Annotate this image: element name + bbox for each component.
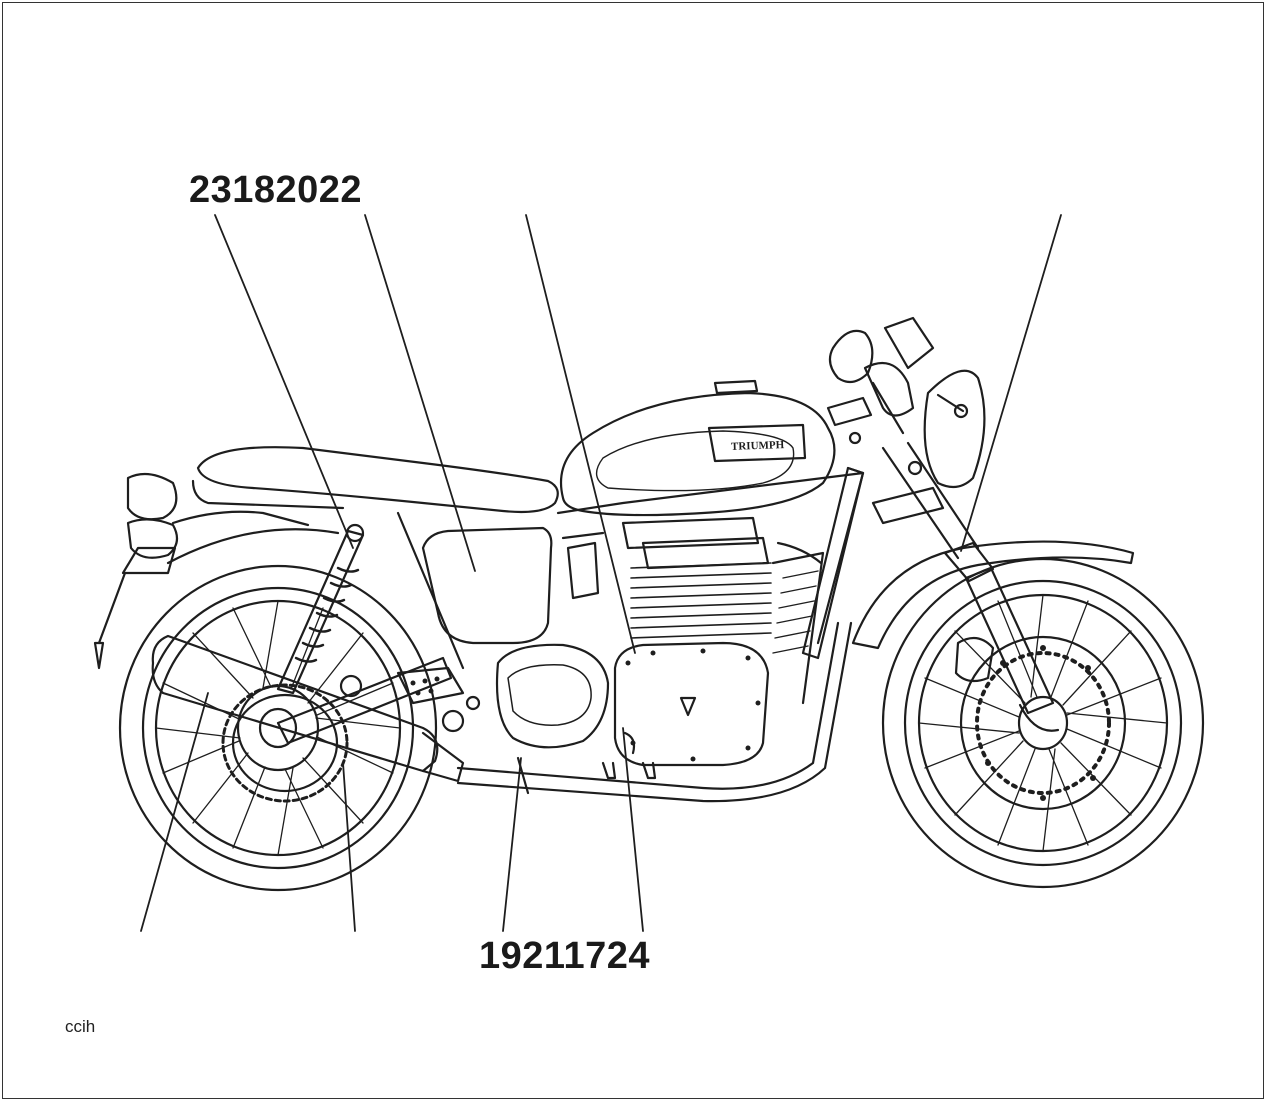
part-number-bottom: 19211724	[479, 935, 650, 977]
motorcycle-illustration: TRIUMPH	[93, 214, 1205, 932]
side-panel-and-frame	[345, 466, 865, 670]
front-wheel	[881, 557, 1205, 889]
callout-leader-lines	[140, 214, 1062, 932]
seat-and-rear-cowl	[93, 446, 559, 670]
exhaust-silencer	[151, 621, 853, 803]
rear-wheel	[118, 564, 438, 892]
engine	[495, 516, 825, 795]
swingarm	[276, 656, 481, 745]
rear-shock	[276, 529, 365, 695]
headlight-and-bars	[826, 316, 986, 489]
front-forks	[851, 441, 1135, 732]
tank-badge-text: TRIUMPH	[731, 439, 785, 453]
illustration-code: ccih	[65, 1017, 96, 1036]
fuel-tank	[559, 379, 862, 517]
part-number-top: 23182022	[189, 169, 363, 211]
